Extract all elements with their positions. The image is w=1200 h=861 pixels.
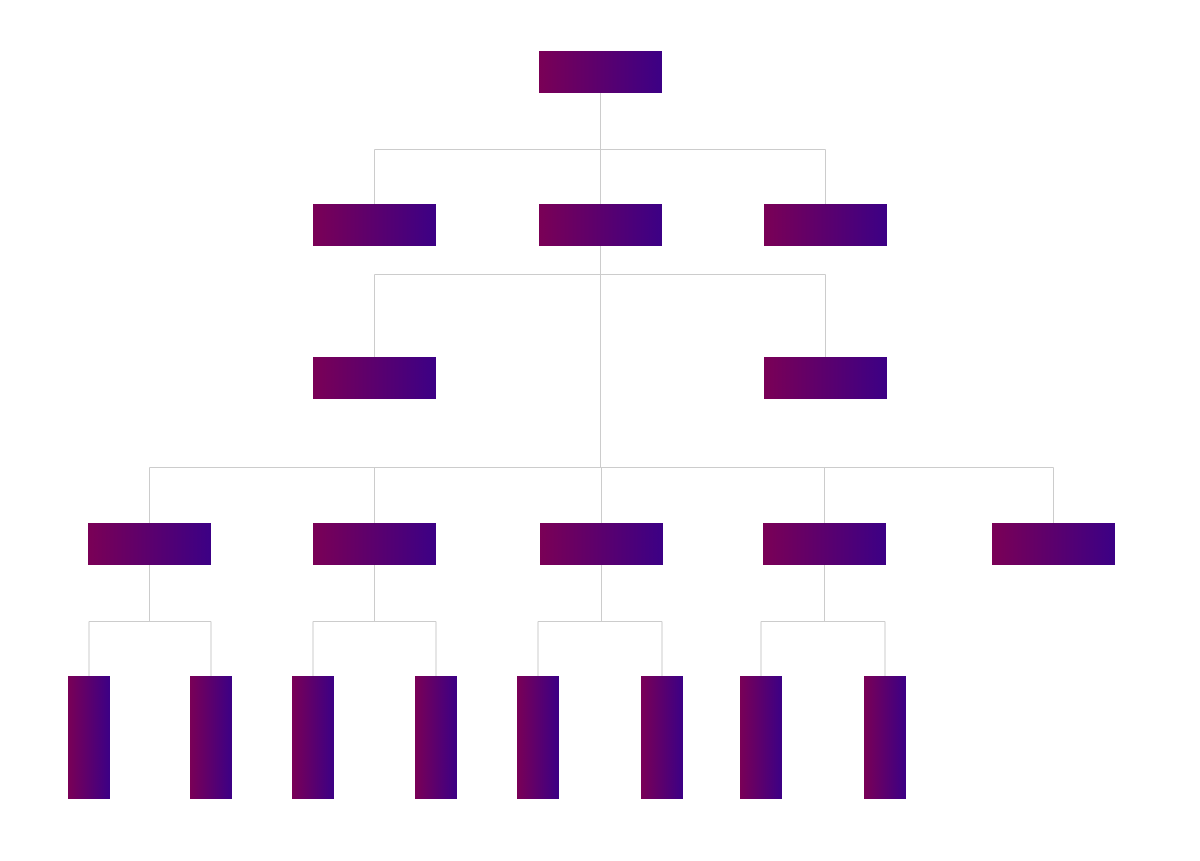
org-node-l1-center[interactable] <box>539 204 662 246</box>
org-node-l3-e[interactable] <box>992 523 1115 565</box>
org-node-l4-a2[interactable] <box>190 676 232 799</box>
org-node-l2-right[interactable] <box>764 357 887 399</box>
node-layer <box>68 51 1115 799</box>
org-node-l4-c1[interactable] <box>517 676 559 799</box>
org-node-root[interactable] <box>539 51 662 93</box>
org-node-l4-b1[interactable] <box>292 676 334 799</box>
org-node-l3-d[interactable] <box>763 523 886 565</box>
org-node-l4-d1[interactable] <box>740 676 782 799</box>
org-node-l4-d2[interactable] <box>864 676 906 799</box>
org-node-l3-a[interactable] <box>88 523 211 565</box>
org-node-l1-right[interactable] <box>764 204 887 246</box>
org-node-l4-b2[interactable] <box>415 676 457 799</box>
org-node-l3-c[interactable] <box>540 523 663 565</box>
connector-layer <box>88 93 1054 676</box>
org-node-l2-left[interactable] <box>313 357 436 399</box>
org-node-l3-b[interactable] <box>313 523 436 565</box>
org-node-l4-c2[interactable] <box>641 676 683 799</box>
org-node-l4-a1[interactable] <box>68 676 110 799</box>
org-node-l1-left[interactable] <box>313 204 436 246</box>
